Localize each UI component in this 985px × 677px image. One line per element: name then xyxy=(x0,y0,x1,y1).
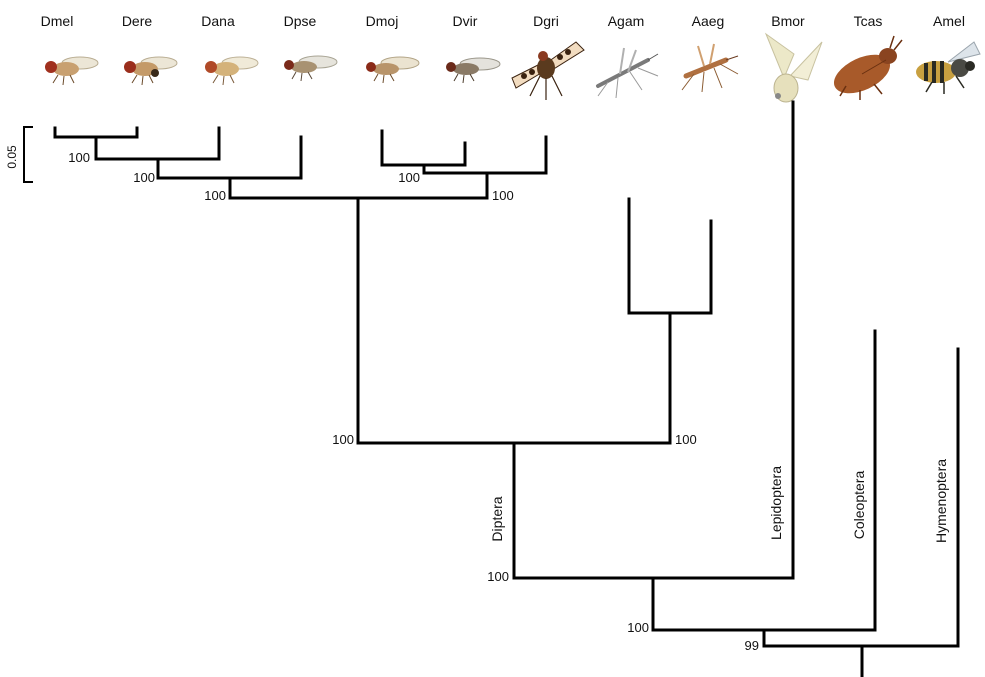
scale-bar: 0.05 xyxy=(5,127,32,182)
fruit-fly-icon xyxy=(124,57,177,85)
taxon-label-amel: Amel xyxy=(933,13,965,29)
taxon-label-dgri: Dgri xyxy=(533,13,559,29)
taxon-label-bmor: Bmor xyxy=(771,13,805,29)
order-labels: Diptera Lepidoptera Coleoptera Hymenopte… xyxy=(489,459,949,543)
support-value: 100 xyxy=(398,170,420,185)
branch-agam-aaeg xyxy=(629,199,711,313)
order-label-lepidoptera: Lepidoptera xyxy=(768,466,784,540)
support-value: 100 xyxy=(675,432,697,447)
branch-tcas-join xyxy=(653,331,875,630)
fruit-fly-icon xyxy=(45,57,98,85)
spotted-fly-icon xyxy=(512,42,584,100)
taxon-labels: Dmel Dere Dana Dpse Dmoj Dvir Dgri Agam … xyxy=(41,13,965,29)
taxon-label-agam: Agam xyxy=(608,13,645,29)
branch-dana-join xyxy=(96,128,219,159)
support-value: 100 xyxy=(68,150,90,165)
scale-bar-label: 0.05 xyxy=(5,145,19,169)
support-value: 100 xyxy=(332,432,354,447)
order-label-coleoptera: Coleoptera xyxy=(851,471,867,540)
fruit-fly-icon xyxy=(205,57,258,85)
taxon-label-tcas: Tcas xyxy=(854,13,883,29)
mosquito-icon xyxy=(598,48,658,98)
support-value: 100 xyxy=(492,188,514,203)
fruit-fly-icon xyxy=(446,58,500,83)
order-label-hymenoptera: Hymenoptera xyxy=(933,459,949,543)
mosquito-icon xyxy=(682,44,738,92)
taxon-label-dmel: Dmel xyxy=(41,13,74,29)
support-value: 100 xyxy=(133,170,155,185)
silk-moth-icon xyxy=(766,34,822,102)
branch-dmoj-dvir xyxy=(382,131,465,165)
taxon-icons xyxy=(45,34,980,102)
support-value: 99 xyxy=(745,638,759,653)
taxon-label-aaeg: Aaeg xyxy=(692,13,725,29)
taxon-label-dere: Dere xyxy=(122,13,153,29)
scale-bar-line xyxy=(24,127,32,182)
branch-dgri-join xyxy=(424,137,546,173)
order-label-diptera: Diptera xyxy=(489,496,505,541)
fruit-fly-icon xyxy=(284,56,337,81)
taxon-label-dpse: Dpse xyxy=(284,13,317,29)
fruit-fly-icon xyxy=(366,57,419,83)
flour-beetle-icon xyxy=(828,36,902,101)
honey-bee-icon xyxy=(916,42,980,94)
taxon-label-dvir: Dvir xyxy=(453,13,478,29)
branch-bmor-join xyxy=(514,102,793,578)
taxon-label-dmoj: Dmoj xyxy=(366,13,399,29)
support-value: 100 xyxy=(627,620,649,635)
support-value: 100 xyxy=(204,188,226,203)
support-value: 100 xyxy=(487,569,509,584)
taxon-label-dana: Dana xyxy=(201,13,235,29)
